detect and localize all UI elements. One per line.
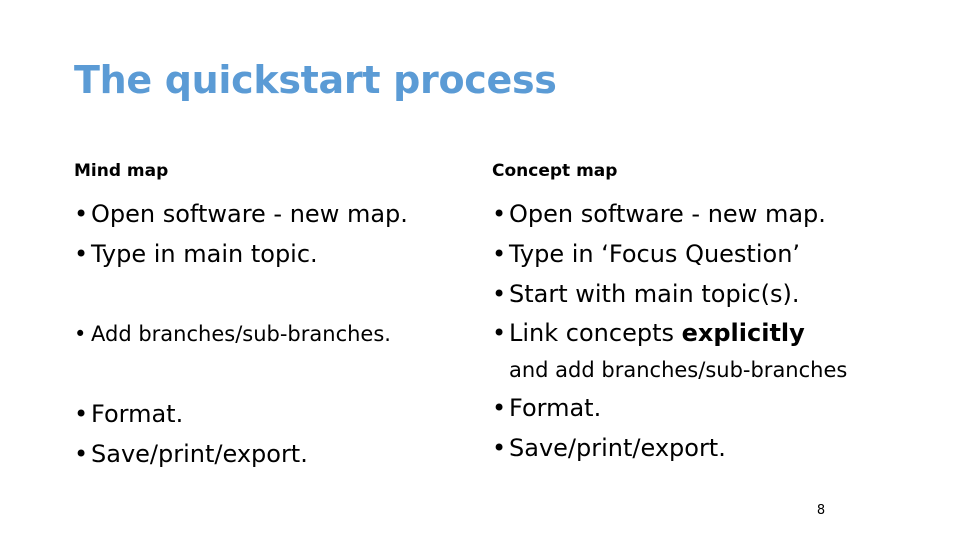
bullet-dot-icon: • (492, 394, 507, 422)
list-item: • Link concepts explicitly and add branc… (492, 314, 942, 388)
list-item-label: Open software - new map. (91, 200, 408, 228)
list-item-label: Add branches/sub-branches. (91, 322, 391, 346)
list-item-emphasis: explicitly (681, 319, 805, 347)
list-item: • Open software - new map. (492, 194, 942, 234)
bullet-dot-icon: • (74, 440, 89, 468)
list-item: • Save/print/export. (492, 428, 942, 468)
list-item: • Start with main topic(s). (492, 274, 942, 314)
list-item: • Format. (492, 388, 942, 428)
list-item-label: Link concepts (509, 319, 682, 347)
page-number: 8 (816, 503, 826, 518)
bullet-dot-icon: • (74, 400, 89, 428)
bullet-dot-icon: • (74, 240, 89, 268)
list-item-label: Start with main topic(s). (509, 280, 800, 308)
list-item: • Open software - new map. (74, 194, 474, 234)
list-item-label: Save/print/export. (509, 434, 726, 462)
bullet-dot-icon: • (492, 434, 507, 462)
column-mind-map: Mind map • Open software - new map. • Ty… (74, 160, 474, 474)
bullet-dot-icon: • (74, 200, 89, 228)
list-item-wrapped-line: and add branches/sub-branches (509, 358, 848, 382)
list-item-label: Save/print/export. (91, 440, 308, 468)
list-item-label: Format. (509, 394, 602, 422)
bullet-dot-icon: • (492, 280, 507, 308)
list-item: • Add branches/sub-branches. (74, 314, 474, 354)
bullet-dot-icon: • (492, 319, 507, 347)
list-item-spacer (74, 354, 474, 394)
list-item-label: Type in main topic. (91, 240, 318, 268)
list-item-label: Type in ‘Focus Question’ (509, 240, 801, 268)
column-concept-map: Concept map • Open software - new map. •… (492, 160, 942, 468)
column-heading-left: Mind map (74, 161, 169, 181)
list-item-label: Format. (91, 400, 184, 428)
list-item: • Type in ‘Focus Question’ (492, 234, 942, 274)
column-heading-right: Concept map (492, 161, 618, 181)
bullet-dot-icon: • (492, 240, 507, 268)
list-item-label: Open software - new map. (509, 200, 826, 228)
bullet-dot-icon: • (492, 200, 507, 228)
bullet-list-left: • Open software - new map. • Type in mai… (74, 194, 474, 474)
list-item-spacer (74, 274, 474, 314)
content-body: Mind map • Open software - new map. • Ty… (0, 160, 960, 480)
list-item: • Save/print/export. (74, 434, 474, 474)
bullet-dot-icon: • (74, 322, 87, 346)
bullet-list-right: • Open software - new map. • Type in ‘Fo… (492, 194, 942, 468)
list-item: • Format. (74, 394, 474, 434)
page-title: The quickstart process (74, 58, 557, 102)
list-item: • Type in main topic. (74, 234, 474, 274)
